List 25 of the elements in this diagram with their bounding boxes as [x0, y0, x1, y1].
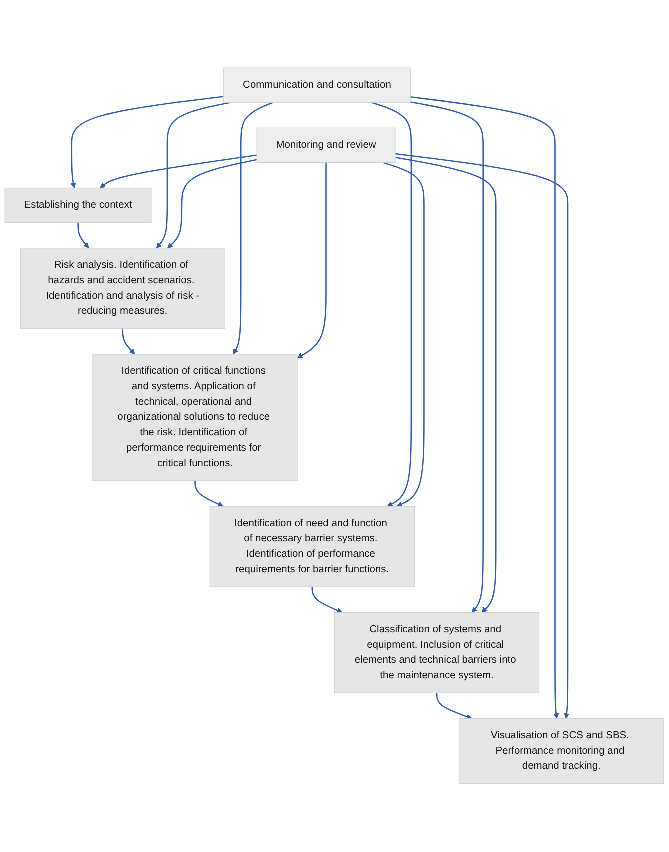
- arrow: [78, 222, 90, 249]
- arrow: [100, 154, 258, 188]
- arrow: [233, 102, 274, 355]
- node-box: Identification of critical functions and systems. Application of technical, operational and organizational solutions to reduce the risk. Identification of performance requirements for critical functions.: [92, 354, 298, 482]
- node-box: Identification of need and function of necessary barrier systems. Identification of performance requirements for barrier functions.: [210, 506, 415, 588]
- node-box: Communication and consultation: [224, 68, 411, 103]
- arrow: [410, 96, 560, 719]
- arrow: [167, 159, 258, 249]
- arrow: [436, 693, 472, 720]
- node-box: Monitoring and review: [256, 128, 396, 163]
- arrow: [371, 102, 412, 507]
- node-box: Classification of systems and equipment. Inclusion of critical elements and technical barriers into the maintenance system.: [334, 612, 540, 694]
- arrow: [312, 587, 343, 614]
- arrow: [70, 96, 224, 188]
- node-box: Risk analysis. Identification of hazards and accident scenarios. Identification and analysis of risk -reducing measures.: [20, 248, 226, 330]
- node-box: Establishing the context: [4, 188, 152, 224]
- arrow: [297, 162, 327, 359]
- arrow: [194, 480, 224, 507]
- arrow: [395, 153, 570, 719]
- arrow: [156, 102, 232, 249]
- arrow: [410, 102, 484, 613]
- arrow: [382, 162, 425, 507]
- node-box: Visualisation of SCS and SBS. Performance monitoring and demand tracking.: [459, 718, 664, 784]
- arrow: [122, 328, 136, 355]
- arrow: [395, 157, 497, 613]
